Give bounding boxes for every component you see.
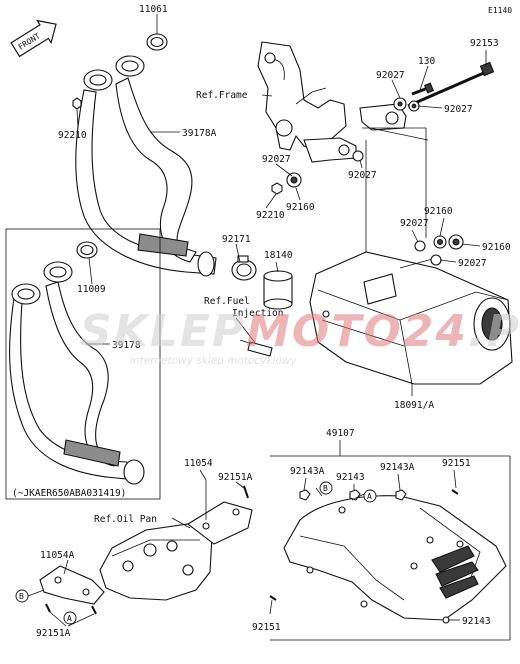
watermark-part3: 24 <box>403 306 468 357</box>
callout-92027-c: 92027 <box>376 70 405 81</box>
callout-92027-e: 92027 <box>400 218 429 229</box>
diagram-code: E1140 <box>488 6 512 15</box>
cover-box <box>270 455 511 641</box>
callout-11061: 11061 <box>139 4 168 15</box>
callout-92160-r2: 92160 <box>482 242 511 253</box>
callout-11054: 11054 <box>184 458 213 469</box>
marker-b1-label: B <box>323 484 328 493</box>
callout-11009: 11009 <box>77 284 106 295</box>
callout-92151-r: 92151 <box>442 458 471 469</box>
callout-92160-mid: 92160 <box>286 202 315 213</box>
callout-92160-r1: 92160 <box>424 206 453 217</box>
seal-18140 <box>263 270 293 310</box>
inset-frame <box>5 228 161 500</box>
oil-pan <box>99 523 213 601</box>
callout-18140: 18140 <box>264 250 293 261</box>
callout-92143A-2: 92143A <box>380 462 415 473</box>
callout-39178: 39178 <box>112 340 141 351</box>
callout-92143-b: 92143 <box>462 616 491 627</box>
watermark-part1: SKLEP <box>80 306 246 357</box>
callout-39178A: 39178A <box>182 128 217 139</box>
callout-18091A: 18091/A <box>394 400 434 411</box>
watermark-tagline: internetowy sklep motocyklowy <box>130 355 297 367</box>
leader-lines <box>27 14 487 627</box>
callout-labels: 11061 92210 39178A 11009 39178 92171 181… <box>36 4 511 639</box>
muffler-18091A <box>309 251 513 385</box>
ref-frame: Ref.Frame <box>196 90 248 101</box>
inset-note: (~JKAER650ABA031419) <box>12 488 126 499</box>
ref-oil-pan: Ref.Oil Pan <box>94 514 157 525</box>
watermark-logo: SKLEPMOTO24.PL <box>80 306 520 357</box>
callout-92143-1: 92143 <box>336 472 365 483</box>
exhaust-pipe-39178 <box>9 241 145 485</box>
exhaust-pipe-39178A <box>72 33 217 277</box>
callout-92027-d: 92027 <box>444 104 473 115</box>
marker-b2: B <box>15 589 29 603</box>
ref-fuel-line1: Ref.Fuel <box>204 296 250 307</box>
callout-92151A-2: 92151A <box>36 628 71 639</box>
callout-92027-a: 92027 <box>262 154 291 165</box>
callout-92027-b: 92027 <box>348 170 377 181</box>
heat-cover-49107 <box>269 489 507 624</box>
callout-11054A: 11054A <box>40 550 75 561</box>
marker-b2-label: B <box>19 592 24 601</box>
marker-a2: A <box>63 611 77 625</box>
callout-92143A-1: 92143A <box>290 466 325 477</box>
callout-92171: 92171 <box>222 234 251 245</box>
callout-92153: 92153 <box>470 38 499 49</box>
reference-labels: Ref.Frame Ref.Fuel Injection Ref.Oil Pan… <box>12 90 283 525</box>
clamp-92171 <box>231 255 257 281</box>
watermark-part4: .PL <box>468 306 520 357</box>
bracket-11054A <box>39 565 105 615</box>
marker-b1: B <box>319 481 333 495</box>
bracket-11054 <box>187 485 253 545</box>
hardware <box>271 61 495 266</box>
o2-sensor <box>239 339 273 357</box>
marker-a1: A <box>363 489 377 503</box>
marker-a1-label: A <box>367 492 372 501</box>
watermark: SKLEPMOTO24.PL internetowy sklep motocyk… <box>80 306 520 367</box>
front-arrow: FRONT <box>10 19 57 58</box>
marker-a2-label: A <box>67 614 72 623</box>
callout-92151A-1: 92151A <box>218 472 253 483</box>
callout-92210-top: 92210 <box>58 130 87 141</box>
callout-92027-f: 92027 <box>458 258 487 269</box>
ref-fuel-line2: Injection <box>232 308 283 319</box>
callout-92151-b: 92151 <box>252 622 281 633</box>
callout-130: 130 <box>418 56 435 67</box>
callout-49107: 49107 <box>326 428 355 439</box>
frame-bracket <box>257 41 429 163</box>
watermark-part2: MOTO <box>246 306 403 357</box>
callout-92210-mid: 92210 <box>256 210 285 221</box>
